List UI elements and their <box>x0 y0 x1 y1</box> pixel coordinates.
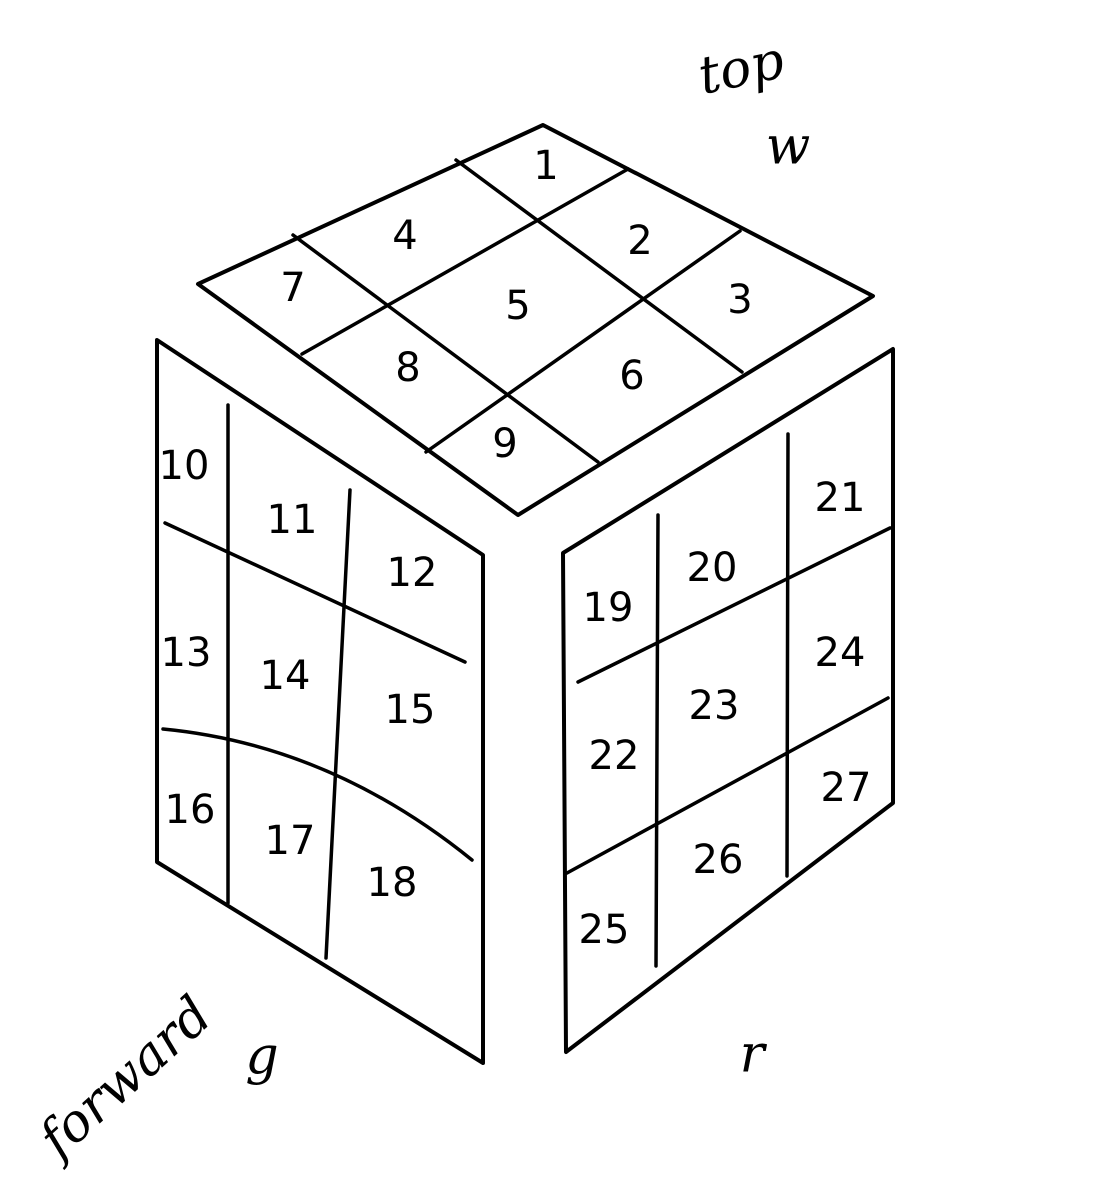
top-cell-7: 7 <box>280 265 305 311</box>
forward-cell-12: 12 <box>387 550 438 596</box>
right-grid-line <box>565 696 890 875</box>
forward-grid-line <box>163 521 467 664</box>
top-cell-1: 1 <box>533 143 558 189</box>
forward-grid-line <box>161 727 474 862</box>
right-cell-19: 19 <box>583 585 634 631</box>
right-face-outline <box>561 347 895 1054</box>
top-cell-9: 9 <box>492 421 517 467</box>
forward-cell-18: 18 <box>367 860 418 906</box>
top-cell-4: 4 <box>392 213 417 259</box>
forward-cell-11: 11 <box>267 497 318 543</box>
top-cell-3: 3 <box>727 277 752 323</box>
forward-cell-15: 15 <box>385 687 436 733</box>
right-cell-24: 24 <box>815 630 866 676</box>
right-face: 19 20 21 22 23 24 25 26 27 <box>561 347 895 1054</box>
top-grid-line <box>424 229 742 454</box>
forward-cell-16: 16 <box>165 787 216 833</box>
forward-face: 10 11 12 13 14 15 16 17 18 <box>155 338 485 1065</box>
right-grid-line <box>785 432 790 878</box>
top-cell-2: 2 <box>627 218 652 264</box>
top-grid-line <box>291 233 600 464</box>
forward-cell-10: 10 <box>159 443 210 489</box>
right-face-letter: r <box>740 1025 768 1085</box>
right-grid-line <box>576 526 892 684</box>
right-cell-20: 20 <box>687 545 738 591</box>
right-cell-27: 27 <box>821 765 872 811</box>
top-face-outline <box>196 123 875 517</box>
right-cell-25: 25 <box>579 907 630 953</box>
forward-cell-14: 14 <box>260 653 311 699</box>
top-face-letter: w <box>766 117 811 177</box>
right-cell-22: 22 <box>589 733 640 779</box>
right-cell-23: 23 <box>689 683 740 729</box>
forward-grid-line <box>324 488 352 960</box>
top-grid-line <box>300 167 630 356</box>
forward-face-letter: g <box>245 1027 278 1087</box>
forward-cell-17: 17 <box>265 818 316 864</box>
top-cell-5: 5 <box>505 283 530 329</box>
forward-face-label: forward <box>25 985 223 1172</box>
top-face: 1 2 3 4 5 6 7 8 9 <box>196 123 875 517</box>
right-cell-26: 26 <box>693 837 744 883</box>
forward-cell-13: 13 <box>161 630 212 676</box>
right-grid-line <box>654 513 660 968</box>
top-grid-line <box>454 158 744 374</box>
top-face-label: top <box>693 30 789 106</box>
forward-face-outline <box>155 338 485 1065</box>
right-cell-21: 21 <box>815 475 866 521</box>
top-cell-8: 8 <box>395 345 420 391</box>
top-cell-6: 6 <box>619 353 644 399</box>
